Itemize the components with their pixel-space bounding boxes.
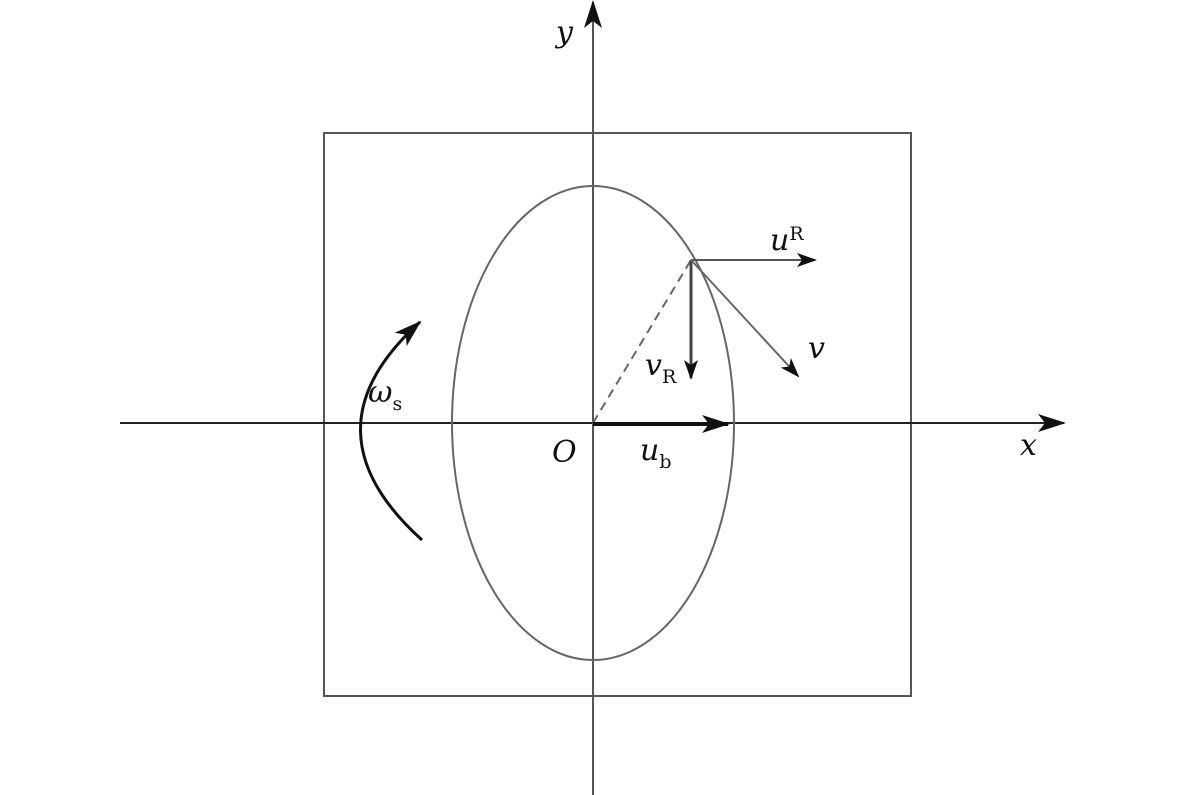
omega-s-label: ωs [368, 375, 402, 415]
v-r-label: vR [645, 348, 677, 388]
square-boundary [323, 132, 912, 697]
v-arrow [690, 259, 800, 378]
x-axis-label: x [1020, 428, 1037, 463]
u-r-label: uR [770, 223, 804, 258]
radius-dashed-line [592, 259, 692, 424]
y-axis-label: y [554, 15, 574, 50]
ellipse [451, 185, 735, 661]
origin-label: O [552, 435, 577, 470]
u-b-label: ub [640, 433, 672, 473]
omega-rotation-arrow [359, 320, 424, 542]
v-label: v [808, 331, 825, 366]
